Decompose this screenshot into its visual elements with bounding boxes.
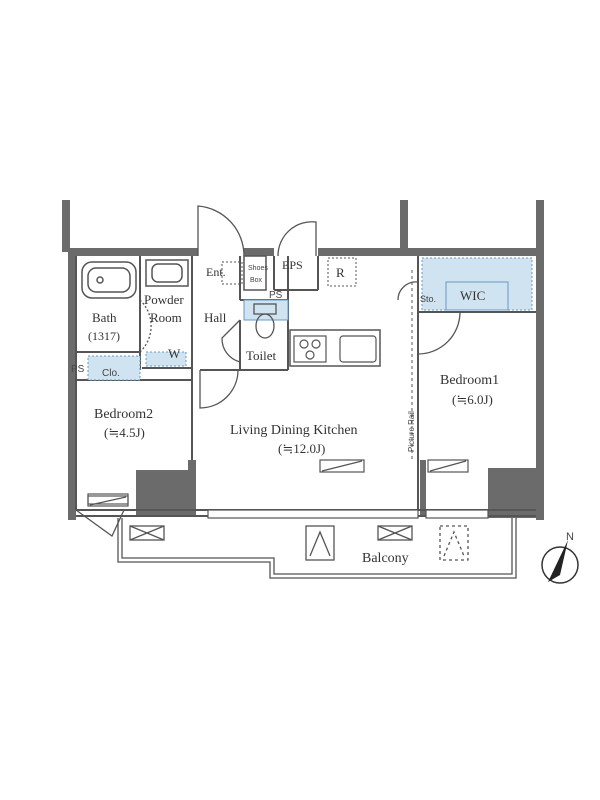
bedroom2-size: (≒4.5J)	[104, 425, 145, 440]
eps-label: EPS	[282, 258, 303, 272]
closet-label: Clo.	[102, 368, 120, 379]
ldk-label: Living Dining Kitchen	[230, 423, 358, 438]
storage-areas	[87, 257, 533, 381]
exterior-walls	[62, 200, 544, 520]
balcony-label: Balcony	[362, 551, 409, 566]
toilet-label: Toilet	[246, 348, 277, 363]
balcony-outline	[117, 518, 517, 579]
markers	[87, 459, 469, 507]
storage-label: Sto.	[420, 294, 436, 304]
picture-rail-label: Picture Rail	[407, 411, 416, 452]
bedroom1-size: (≒6.0J)	[452, 392, 493, 407]
bedroom1-label: Bedroom1	[440, 373, 499, 388]
bath-label: Bath	[92, 310, 117, 325]
bathtub	[81, 261, 137, 299]
ldk-size: (≒12.0J)	[278, 441, 325, 456]
stove	[293, 335, 327, 363]
washer-label: W	[168, 346, 181, 361]
powder-label-2: Room	[150, 310, 182, 325]
hall-label: Hall	[204, 310, 227, 325]
compass: N	[541, 531, 579, 584]
appliance-boxes	[221, 257, 357, 287]
room-labels: Bath (1317) Powder Room W Ent. Shoes Box…	[71, 258, 499, 566]
entrance-label: Ent.	[206, 265, 226, 279]
bedroom2-label: Bedroom2	[94, 407, 153, 422]
shoes-box-label-1: Shoes	[248, 265, 268, 272]
sink	[145, 259, 189, 287]
wic-label: WIC	[460, 288, 485, 303]
ps-label-closet: PS	[71, 364, 85, 375]
ps-label-hall: PS	[269, 290, 283, 301]
compass-label: N	[566, 531, 574, 543]
doors	[75, 205, 461, 537]
shoes-box-label-2: Box	[250, 277, 263, 284]
bath-size: (1317)	[88, 329, 120, 343]
toilet-fixture	[253, 303, 277, 339]
powder-label-1: Powder	[144, 292, 184, 307]
refrigerator-label: R	[336, 265, 345, 280]
